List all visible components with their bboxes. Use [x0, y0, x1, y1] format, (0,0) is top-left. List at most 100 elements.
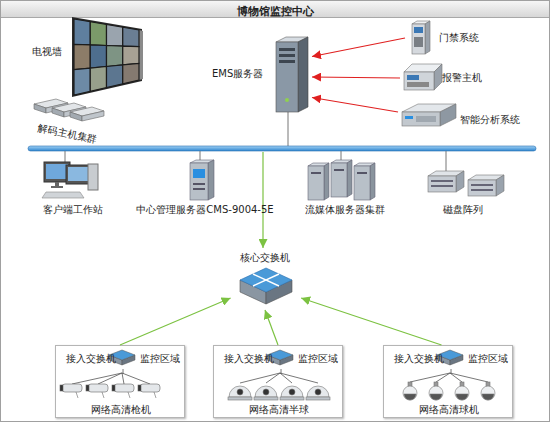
- camera-lens: [430, 394, 442, 400]
- power-led: [285, 98, 289, 102]
- screen-tile: [107, 65, 123, 88]
- screen-tile: [74, 19, 90, 45]
- monitoring-area: 监控区域接入交换机网络高清球机: [383, 345, 513, 418]
- server-side: [370, 163, 375, 200]
- camera-trunk: [123, 369, 124, 374]
- ems-server: EMS服务器: [212, 36, 312, 118]
- camera-lens: [482, 394, 494, 400]
- device-front: [402, 112, 440, 126]
- gun-camera: [140, 384, 160, 392]
- disk-slot: [431, 180, 453, 182]
- node-label: 解码主机集群: [37, 122, 98, 146]
- alarm-link-arrow: [312, 98, 398, 113]
- screen-tile: [74, 44, 90, 69]
- status-light: [405, 116, 413, 119]
- node-label: 网络高清球机: [389, 404, 509, 416]
- server-front: [331, 163, 347, 197]
- drive-bay: [334, 169, 344, 171]
- dome-camera: [281, 386, 303, 397]
- keypad: [414, 37, 423, 47]
- display-wall: 电视墙: [28, 18, 143, 98]
- drive-bay: [279, 54, 295, 57]
- screen-tile: [74, 68, 90, 95]
- camera-lens: [404, 394, 416, 400]
- server-side: [208, 160, 214, 200]
- dome-base: [228, 397, 252, 400]
- title-bar: 博物馆监控中心: [0, 0, 550, 17]
- dome-camera: [229, 386, 251, 397]
- screen-tile: [90, 45, 106, 68]
- device-side: [434, 64, 442, 90]
- node-label: EMS服务器: [212, 68, 263, 80]
- streaming-cluster: 流媒体服务器集群: [295, 156, 395, 220]
- camera-group: 网络高清球机: [389, 374, 509, 418]
- node-label: 网络高清半球: [219, 404, 339, 416]
- camera-wire: [122, 373, 124, 384]
- camera-wire: [240, 373, 280, 383]
- disk-side: [456, 171, 464, 192]
- keypad: [407, 82, 429, 87]
- monitor-screen: [68, 167, 88, 181]
- camera-trunk: [281, 369, 282, 374]
- camera-wire: [266, 373, 280, 383]
- server-front: [276, 42, 298, 112]
- decoder-front: [52, 108, 64, 117]
- analysis-system: 智能分析系统: [398, 100, 538, 140]
- disk-array: 磁盘阵列: [415, 160, 510, 220]
- drop-wire: [200, 151, 201, 160]
- access-switch: 接入交换机: [222, 349, 297, 369]
- drive-bay: [193, 183, 205, 185]
- monitor: [66, 165, 90, 184]
- node-label: 核心交换机: [222, 252, 308, 264]
- drop-wire: [288, 112, 289, 146]
- camera-lens: [456, 394, 468, 400]
- camera-wire: [410, 373, 450, 382]
- title-bar: [1, 1, 550, 18]
- switch-arrow: [253, 274, 279, 286]
- decoder-front: [70, 112, 82, 121]
- alarm-host: 报警主机: [400, 60, 515, 96]
- dome-camera: [255, 386, 277, 397]
- camera-wire: [280, 373, 318, 383]
- switch-top: [240, 268, 292, 292]
- camera-lens: [138, 385, 141, 391]
- decoder-front: [34, 104, 46, 113]
- server-front: [190, 163, 208, 200]
- server-side: [298, 37, 308, 112]
- camera-lens: [112, 385, 115, 391]
- drive-bay: [311, 172, 321, 174]
- disk-front: [468, 180, 496, 196]
- monitoring-area: 监控区域接入交换机网络高清半球: [213, 345, 343, 418]
- access-switch: 接入交换机: [64, 349, 139, 369]
- screen-tile: [90, 22, 106, 46]
- camera-mount: [102, 392, 104, 398]
- uplink-arrow: [120, 298, 231, 345]
- drive-bay: [193, 188, 205, 190]
- camera-lens: [237, 389, 243, 395]
- device-side: [440, 104, 456, 126]
- drive-bay: [357, 172, 367, 174]
- node-label: 接入交换机: [224, 353, 274, 365]
- uplink-arrow: [265, 310, 278, 345]
- device-screen: [414, 27, 423, 33]
- node-label: 接入交换机: [66, 353, 116, 365]
- ptz-camera: [403, 386, 417, 400]
- node-label: 监控区域: [468, 353, 508, 365]
- node-label: 中心管理服务器CMS-9004-5E: [125, 204, 285, 216]
- screen-tile: [123, 46, 139, 65]
- monitor-base: [51, 186, 63, 188]
- camera-mount: [76, 392, 78, 398]
- node-label: 网络高清枪机: [61, 404, 181, 416]
- drop-wire: [341, 151, 342, 160]
- network-bus: [28, 146, 536, 151]
- node-label: 磁盘阵列: [415, 204, 510, 216]
- camera-wire: [98, 373, 122, 384]
- camera-wire: [72, 373, 122, 384]
- disk-front: [428, 176, 456, 192]
- drive-bay: [279, 48, 295, 51]
- camera-lens: [263, 389, 269, 395]
- screen-tile: [107, 25, 123, 47]
- server-front: [354, 166, 370, 200]
- dome-camera: [307, 386, 329, 397]
